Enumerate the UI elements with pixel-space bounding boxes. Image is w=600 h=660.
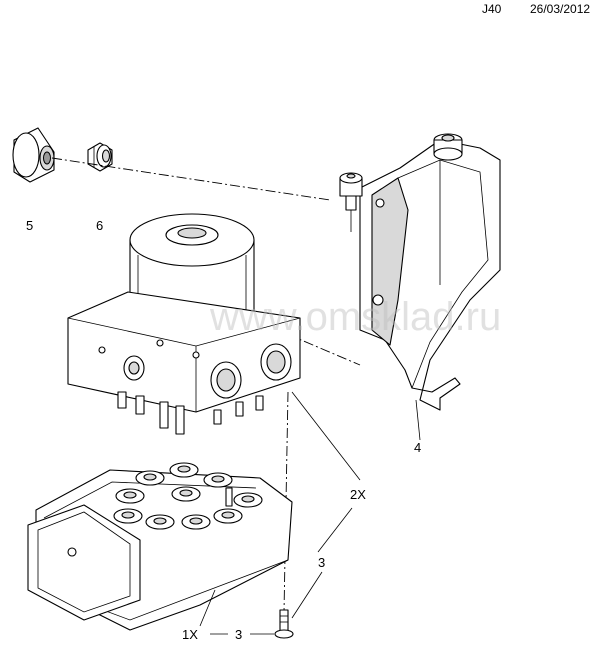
abs-modulator-block[interactable] xyxy=(67,291,301,435)
leader-3-upper-2 xyxy=(291,571,323,619)
callout-1x: 1X xyxy=(182,627,198,642)
part-5-bushing[interactable] xyxy=(12,127,55,183)
assembly-axis-upper xyxy=(51,157,331,201)
leader-3-upper xyxy=(317,507,353,553)
watermark: www.omsklad.ru xyxy=(209,295,501,339)
diagram-code: J40 xyxy=(482,2,502,16)
part-4-bracket[interactable] xyxy=(339,133,501,411)
callout-4: 4 xyxy=(414,440,421,455)
abs-control-unit[interactable] xyxy=(27,462,293,631)
callout-5: 5 xyxy=(26,218,33,233)
leader-1x-up xyxy=(199,589,216,627)
part-3-bolt[interactable] xyxy=(274,609,294,639)
leader-2x xyxy=(291,391,361,481)
diagram-date: 26/03/2012 xyxy=(530,2,591,16)
callout-3-upper: 3 xyxy=(318,555,325,570)
part-6-sleeve-nut[interactable] xyxy=(87,142,113,172)
leader-4 xyxy=(415,399,421,441)
callout-6: 6 xyxy=(96,218,103,233)
callout-3-lower: 3 xyxy=(235,627,242,642)
callout-2x: 2X xyxy=(350,487,366,502)
